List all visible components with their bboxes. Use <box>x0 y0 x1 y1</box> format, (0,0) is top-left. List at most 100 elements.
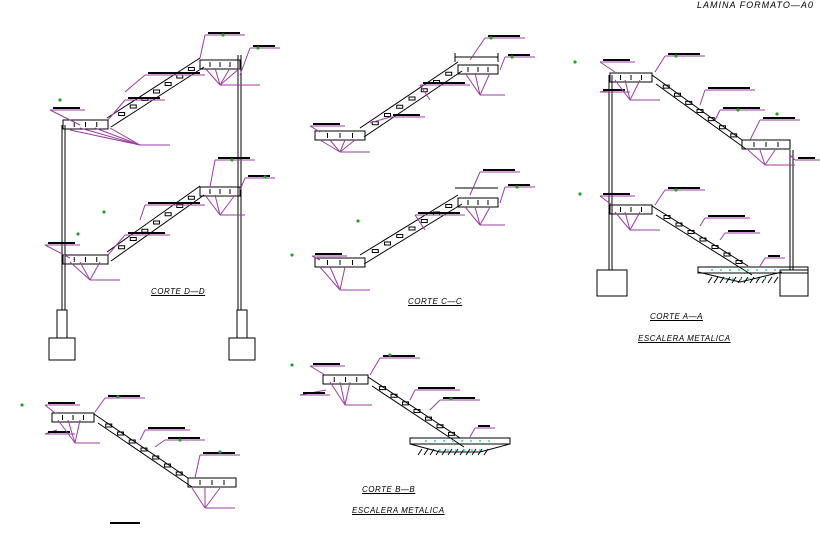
annotation-text <box>108 395 140 397</box>
stair-step <box>175 471 183 476</box>
rebar-dot <box>452 440 454 442</box>
landing-slab <box>609 72 653 83</box>
leader-line <box>614 211 631 231</box>
soil-hatch <box>725 276 731 284</box>
leader-line <box>339 139 346 153</box>
landing-slab <box>199 59 241 70</box>
leader-line <box>464 72 481 96</box>
leader-line <box>654 189 666 206</box>
footing-pedestal <box>236 309 248 339</box>
leader-line <box>107 99 126 121</box>
leader-line <box>67 419 76 444</box>
stair-step <box>118 245 126 250</box>
stair-stringer-top <box>359 61 459 129</box>
leader-line <box>124 74 146 93</box>
stair-step <box>663 215 671 219</box>
annotation-text <box>728 230 755 232</box>
stair-step <box>448 431 455 436</box>
leader-line <box>414 214 426 231</box>
rebar-dot <box>720 269 722 271</box>
leader-line <box>614 79 631 101</box>
stair-stringer-top <box>359 194 459 256</box>
leader-line <box>94 127 141 146</box>
leader-line <box>719 232 726 241</box>
leader-line <box>239 47 251 76</box>
annotation-text <box>48 431 70 433</box>
leader-line <box>44 404 56 414</box>
leader-line <box>329 139 341 153</box>
soil-hatch <box>707 276 713 284</box>
leader-line <box>624 79 631 101</box>
leader-line <box>329 266 341 291</box>
soil-hatch <box>471 448 477 456</box>
diameter-symbol-icon <box>221 33 225 37</box>
leader-line <box>89 261 101 281</box>
soil-hatch <box>773 276 779 284</box>
rebar-dot <box>479 449 481 451</box>
stair-step <box>105 423 113 428</box>
leader-line <box>194 454 201 479</box>
diameter-symbol-icon <box>116 395 120 399</box>
leader-line <box>749 119 761 141</box>
annotation-text <box>128 232 165 234</box>
section-title-c-c: CORTE C—C <box>408 297 463 306</box>
annotation-text <box>603 89 625 91</box>
leader-line <box>154 439 166 448</box>
base-plate <box>697 266 809 274</box>
stair-step <box>445 71 453 76</box>
stair-step <box>425 416 432 421</box>
annotation-text <box>313 123 340 125</box>
annotation-text <box>478 425 490 427</box>
diameter-symbol-icon <box>290 363 294 367</box>
stair-stringer-top <box>651 74 743 141</box>
stair-stringer-bottom <box>97 422 193 488</box>
soil-hatch <box>453 448 459 456</box>
stair-step <box>140 447 148 452</box>
stair-step <box>128 439 136 444</box>
leader-line <box>139 204 146 221</box>
landing-slab <box>457 64 499 75</box>
stair-step <box>723 252 731 257</box>
leader-line <box>479 206 491 226</box>
rebar-dot <box>470 440 472 442</box>
annotation-text <box>488 35 520 37</box>
stair-step <box>164 82 172 86</box>
leader-line <box>219 67 231 86</box>
leader-line <box>764 149 776 166</box>
annotation-text <box>315 253 342 255</box>
soil-hatch <box>713 276 719 284</box>
annotation-text <box>423 82 465 84</box>
leader-line <box>204 194 221 216</box>
diameter-symbol-icon <box>256 46 260 50</box>
rebar-dot <box>479 440 481 442</box>
leader-line <box>74 419 81 444</box>
leader-line <box>629 211 641 231</box>
leader-line <box>311 255 321 261</box>
annotation-text <box>483 169 515 171</box>
stair-step <box>164 212 172 217</box>
stair-step <box>719 125 726 130</box>
soil-hatch <box>731 276 737 284</box>
stair-step <box>711 245 719 249</box>
leader-line <box>747 149 766 166</box>
soil-hatch <box>749 276 755 284</box>
soil-hatch <box>755 276 761 284</box>
stair-stringer-bottom <box>655 214 753 276</box>
leader-line <box>79 127 141 146</box>
stair-stringer-bottom <box>655 83 747 150</box>
landing-slab <box>51 412 95 423</box>
landing-slab <box>457 197 499 208</box>
stair-stringer-top <box>93 413 189 479</box>
stair-step <box>396 234 404 238</box>
landing-slab <box>314 130 366 141</box>
diameter-symbol-icon <box>58 98 62 102</box>
diameter-symbol-icon <box>356 219 360 223</box>
rebar-dot <box>748 278 750 280</box>
diameter-symbol-icon <box>578 192 582 196</box>
stair-step <box>187 195 195 200</box>
stair-step <box>187 67 195 71</box>
diameter-symbol-icon <box>218 450 222 454</box>
section-title-b-b: CORTE B—B <box>362 485 416 494</box>
leader-line <box>214 194 221 216</box>
diameter-symbol-icon <box>230 158 234 162</box>
